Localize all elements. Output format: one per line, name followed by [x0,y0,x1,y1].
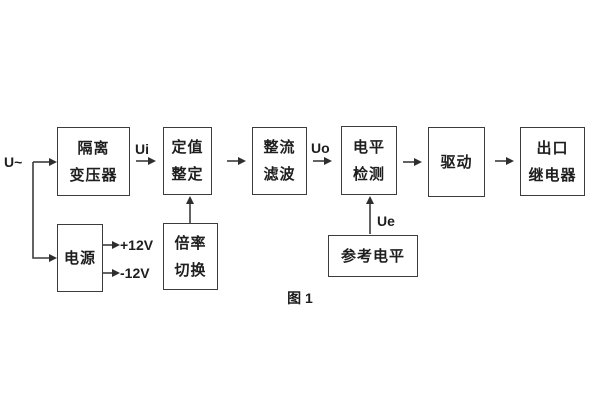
label-ue: Ue [377,213,395,229]
label-uo: Uo [311,140,330,156]
wire-input-branch-to-power [32,162,57,262]
node-label: 继电器 [528,166,577,184]
node-label: 切换 [174,261,207,279]
figure-caption: 图 1 [287,290,313,306]
node-level-detection: 电平 检测 [341,126,397,195]
node-label: 倍率 [174,234,207,252]
node-isolation-transformer: 隔离 变压器 [57,127,130,196]
node-label: 变压器 [69,166,118,184]
label-minus-12v: -12V [120,265,150,281]
node-output-relay: 出口 继电器 [520,127,585,196]
node-label: 整定 [171,166,204,183]
node-label: 电平 [352,138,385,156]
label-ui: Ui [135,141,149,157]
node-label: 定值 [171,139,204,156]
node-ratio-switch: 倍率 切换 [163,223,218,290]
node-label: 检测 [352,165,385,183]
node-label: 滤波 [263,166,296,183]
node-value-setting: 定值 整定 [163,127,212,195]
node-label: 出口 [536,139,569,157]
label-plus-12v: +12V [120,237,154,253]
node-power-supply: 电源 [57,224,103,292]
node-label: 电源 [63,249,96,267]
node-reference-level: 参考电平 [328,235,418,277]
node-label: 整流 [263,139,296,156]
node-label: 参考电平 [340,247,405,265]
node-driver: 驱动 [428,127,485,197]
node-rectifier-filter: 整流 滤波 [252,127,307,195]
label-input-voltage: U~ [4,154,23,170]
node-label: 驱动 [440,153,473,171]
node-label: 隔离 [77,139,110,157]
